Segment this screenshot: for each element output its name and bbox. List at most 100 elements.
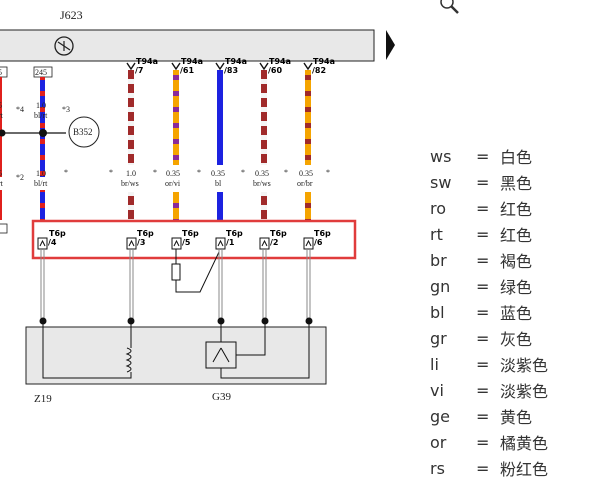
svg-text:1.0: 1.0	[126, 169, 136, 178]
arrow-right-icon	[386, 30, 395, 60]
svg-text:*4: *4	[16, 105, 24, 114]
svg-text:T6p: T6p	[314, 229, 331, 238]
legend-eq: =	[476, 250, 490, 270]
legend-eq: =	[476, 328, 490, 348]
legend-name: 绿色	[500, 278, 533, 297]
svg-text:/7: /7	[135, 66, 144, 75]
svg-text:/6: /6	[314, 238, 323, 247]
legend-name: 红色	[500, 226, 533, 245]
svg-text:B352: B352	[73, 127, 93, 137]
module-nodes	[39, 317, 313, 325]
legend-name: 褐色	[500, 252, 533, 271]
svg-text:*: *	[64, 168, 68, 177]
svg-text:1.0: 1.0	[36, 169, 46, 178]
svg-text:0.35: 0.35	[255, 169, 269, 178]
legend-eq: =	[476, 432, 490, 452]
svg-text:0.35: 0.35	[299, 169, 313, 178]
bottom-pin-4	[37, 237, 48, 250]
legend-row: br=褐色	[430, 247, 600, 273]
svg-text:T6p: T6p	[137, 229, 154, 238]
legend-eq: =	[476, 224, 490, 244]
svg-text:/82: /82	[312, 66, 326, 75]
legend-name: 淡紫色	[500, 356, 549, 375]
svg-text:/1: /1	[226, 238, 235, 247]
svg-text:T94a: T94a	[313, 57, 335, 66]
svg-text:T94a: T94a	[225, 57, 247, 66]
legend-code: gn	[430, 276, 451, 296]
wire-labels: 1.0 br/ws 0.35 or/vi 0.35 bl 0.35 br/ws …	[109, 168, 330, 188]
module-box	[25, 326, 327, 385]
bottom-pin-1: T6p /1	[215, 229, 243, 250]
svg-text:T6p: T6p	[270, 229, 287, 238]
top-pin-5: T94a /82	[303, 57, 335, 75]
legend-row: gn = 绿色	[430, 273, 600, 299]
module-label-g39: G39	[212, 391, 231, 403]
svg-text:*: *	[326, 168, 330, 177]
svg-text:T6p: T6p	[182, 229, 199, 238]
svg-text:T94a: T94a	[136, 57, 158, 66]
svg-text:/60: /60	[268, 66, 282, 75]
svg-text:br/ws: br/ws	[253, 179, 271, 188]
legend-name: 粉红色	[500, 460, 549, 479]
svg-text:*: *	[153, 168, 157, 177]
bottom-pin-6: T6p /6	[303, 229, 331, 250]
legend-eq: =	[476, 380, 490, 400]
svg-text:bl: bl	[215, 179, 222, 188]
svg-text:or/br: or/br	[297, 179, 313, 188]
legend-name: 红色	[500, 200, 533, 219]
sensor-b352: B352	[68, 116, 100, 148]
bottom-pins: T6p /3 T6p /5 T6p /1 T6p /2 T6p /6	[37, 229, 331, 250]
legend-row: li = 淡紫色	[430, 351, 600, 377]
svg-text:1.0: 1.0	[36, 101, 46, 110]
legend-name: 蓝色	[500, 304, 533, 323]
wiring-diagram: J623 5 245 5 rt 1.0 bl/rt *4 *3 *2 1.0 b…	[0, 8, 395, 405]
svg-text:T6p: T6p	[49, 229, 66, 238]
legend-row: sw=黑色	[430, 169, 600, 195]
top-pin-4: T94a /60	[259, 57, 291, 75]
svg-text:or/vi: or/vi	[165, 179, 181, 188]
svg-text:T94a: T94a	[181, 57, 203, 66]
legend-code: li	[430, 354, 439, 374]
top-pin-1: T94a /7	[126, 57, 158, 75]
top-pins: T94a /7 T94a /61 T94a /83 T94a /60 T94a …	[126, 57, 335, 75]
highlight-box	[31, 219, 357, 260]
magnifier-icon[interactable]	[438, 0, 460, 16]
svg-text:/3: /3	[137, 238, 146, 247]
top-pin-3: T94a /83	[215, 57, 247, 75]
bottom-pin-3: T6p /3	[126, 229, 154, 250]
legend-code: or	[430, 432, 447, 452]
legend-row: rs=粉红色	[430, 455, 600, 481]
lower-wires	[40, 249, 311, 320]
svg-text:rt: rt	[0, 179, 4, 188]
svg-text:/61: /61	[180, 66, 194, 75]
legend-name: 黄色	[500, 408, 533, 427]
control-unit-title: J623	[60, 8, 83, 22]
legend-eq: =	[476, 354, 490, 374]
legend-code: gr	[430, 328, 447, 348]
bottom-pin-2: T6p /2	[259, 229, 287, 250]
legend-code: ge	[430, 406, 450, 426]
svg-text:5: 5	[0, 68, 2, 77]
svg-text:0.35: 0.35	[211, 169, 225, 178]
svg-text:*: *	[241, 168, 245, 177]
legend-row: bl=蓝色	[430, 299, 600, 325]
svg-text:*3: *3	[62, 105, 70, 114]
legend-code: ro	[430, 198, 447, 218]
connector-wires: T6p /4	[48, 70, 311, 247]
legend-code: vi	[430, 380, 444, 400]
svg-text:T6p: T6p	[226, 229, 243, 238]
legend-eq: =	[476, 276, 490, 296]
svg-text:br/ws: br/ws	[121, 179, 139, 188]
svg-text:*2: *2	[16, 173, 24, 182]
module-internal	[42, 324, 310, 379]
legend-name: 灰色	[500, 330, 533, 349]
svg-text:bl/rt: bl/rt	[34, 111, 48, 120]
svg-text:0.35: 0.35	[166, 169, 180, 178]
module-label-z19: Z19	[34, 393, 52, 405]
legend-row: ge=黄色	[430, 403, 600, 429]
svg-text:*: *	[197, 168, 201, 177]
left-edge-wires: 5 245 5 rt 1.0 bl/rt *4 *3 *2 1.0 bl/rt …	[0, 66, 70, 234]
legend-eq: =	[476, 458, 490, 478]
svg-text:245: 245	[35, 68, 47, 77]
legend-code: ws	[430, 146, 452, 166]
